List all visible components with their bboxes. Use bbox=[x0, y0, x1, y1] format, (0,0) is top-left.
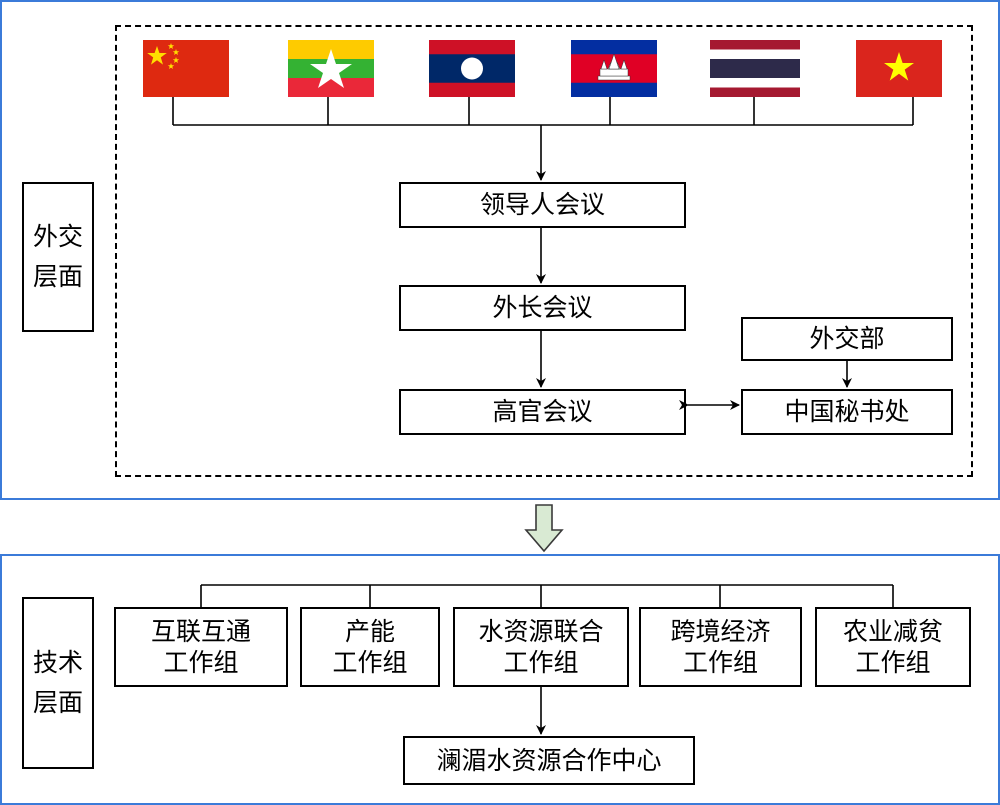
technical-label-line1: 技术 bbox=[32, 648, 83, 677]
working-group-line2: 工作组 bbox=[855, 648, 931, 677]
working-group-line2: 工作组 bbox=[682, 648, 758, 677]
china-secretariat-label: 中国秘书处 bbox=[784, 397, 910, 427]
water-resources-center-box: 澜湄水资源合作中心 bbox=[403, 736, 695, 785]
foreign-ministers-meeting-label: 外长会议 bbox=[492, 293, 593, 323]
technical-level-label: 技术 层面 bbox=[22, 597, 94, 769]
laos-moon-icon bbox=[461, 57, 483, 80]
leaders-meeting-box: 领导人会议 bbox=[399, 182, 686, 228]
diplomatic-label-line1: 外交 bbox=[32, 222, 83, 251]
myanmar-star-icon bbox=[310, 49, 352, 88]
working-group-line2: 工作组 bbox=[503, 648, 579, 677]
working-group-connectivity: 互联互通 工作组 bbox=[114, 607, 288, 687]
mofa-box: 外交部 bbox=[741, 317, 953, 361]
working-group-line1: 跨境经济 bbox=[670, 616, 771, 646]
diplomatic-dashed-frame bbox=[115, 25, 973, 477]
senior-officials-meeting-label: 高官会议 bbox=[492, 397, 593, 427]
angkor-wat-icon bbox=[597, 53, 631, 81]
foreign-ministers-meeting-box: 外长会议 bbox=[399, 285, 686, 331]
working-group-line2: 工作组 bbox=[163, 648, 239, 677]
diplomatic-label-line2: 层面 bbox=[32, 262, 83, 291]
mofa-label: 外交部 bbox=[809, 324, 885, 354]
working-group-line1: 农业减贫 bbox=[842, 616, 943, 646]
working-group-line1: 水资源联合 bbox=[478, 616, 604, 646]
vietnam-star-icon bbox=[884, 52, 914, 81]
level-down-arrow-icon bbox=[524, 504, 564, 553]
leaders-meeting-label: 领导人会议 bbox=[479, 190, 605, 220]
working-group-line1: 产能 bbox=[344, 616, 395, 646]
china-flag bbox=[143, 40, 229, 97]
working-group-line2: 工作组 bbox=[332, 648, 408, 677]
working-group-agriculture-poverty: 农业减贫 工作组 bbox=[815, 607, 971, 687]
senior-officials-meeting-box: 高官会议 bbox=[399, 389, 686, 435]
working-group-cross-border-economy: 跨境经济 工作组 bbox=[639, 607, 802, 687]
cambodia-flag bbox=[571, 40, 657, 97]
water-resources-center-label: 澜湄水资源合作中心 bbox=[436, 745, 662, 775]
technical-label-line2: 层面 bbox=[32, 688, 83, 717]
diplomatic-level-label: 外交 层面 bbox=[22, 182, 94, 332]
china-big-star-icon bbox=[147, 46, 167, 65]
myanmar-flag bbox=[288, 40, 374, 97]
china-secretariat-box: 中国秘书处 bbox=[741, 389, 953, 435]
working-group-water-resources: 水资源联合 工作组 bbox=[453, 607, 629, 687]
working-group-line1: 互联互通 bbox=[150, 616, 251, 646]
thailand-flag bbox=[710, 40, 800, 97]
vietnam-flag bbox=[856, 40, 942, 97]
laos-flag bbox=[429, 40, 515, 97]
working-group-capacity: 产能 工作组 bbox=[300, 607, 440, 687]
